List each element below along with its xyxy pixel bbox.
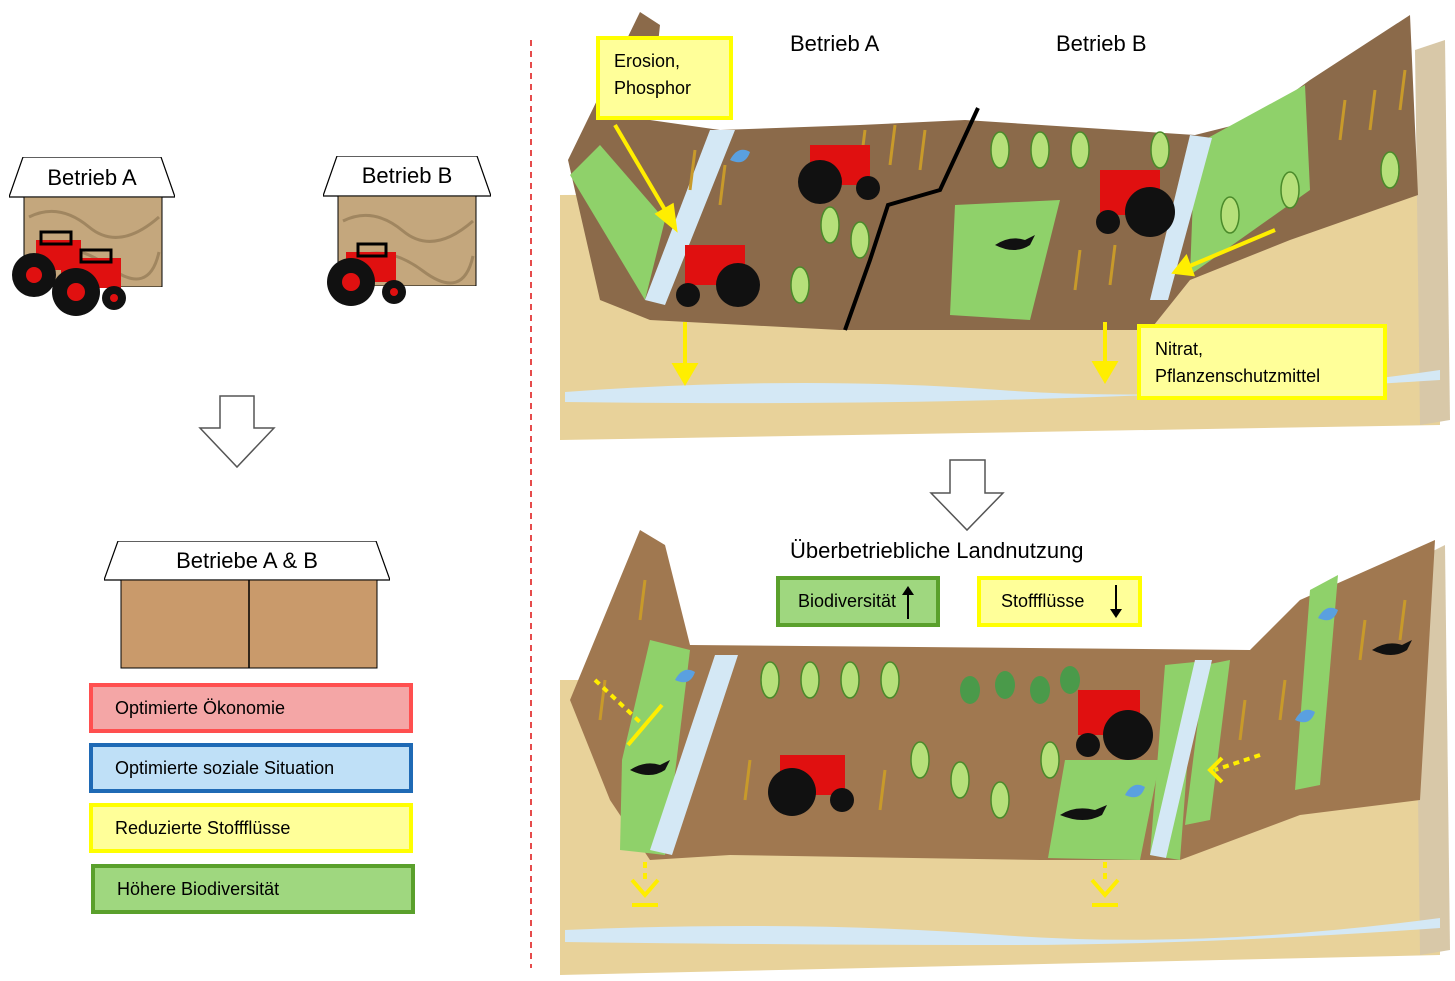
reduced-flow-arrows: [593, 678, 1261, 880]
arrow-up-icon: [902, 585, 915, 619]
erosion-line2: Phosphor: [614, 78, 692, 98]
merged-farm-label: Betriebe A & B: [176, 547, 318, 573]
water-ditch: [1150, 660, 1212, 858]
butterfly-icon: [1295, 709, 1315, 723]
arrow-down-icon: [1110, 584, 1123, 618]
soil-profile: [560, 190, 1440, 440]
farm-boundary-line: [843, 107, 980, 331]
corn-icons: [760, 661, 1060, 819]
water-ditch: [645, 130, 735, 305]
biodiversity-label: Biodiversität: [798, 591, 897, 611]
tractor-icon: [676, 245, 760, 307]
grass-strip: [570, 145, 665, 300]
tractor-icon: [1096, 170, 1175, 237]
tractor-icon: [798, 145, 880, 204]
erosion-phosphor-box: Erosion, Phosphor: [596, 36, 733, 120]
top-farm-a-label: Betrieb A: [790, 31, 880, 56]
down-arrow-icon: [198, 395, 276, 469]
grass-strip: [620, 640, 690, 855]
butterfly-icon: [730, 149, 750, 163]
tractor-icon: [768, 755, 854, 816]
grass-field: [1048, 760, 1160, 860]
lettuce-icons: [960, 666, 1080, 704]
grass-strip: [1185, 660, 1230, 825]
tractor-icon: [327, 242, 406, 306]
grass-strip: [1295, 575, 1338, 790]
bottom-landscape-title: Überbetriebliche Landnutzung: [790, 538, 1084, 563]
nitrat-pesticide-box: Nitrat, Pflanzenschutzmittel: [1137, 324, 1387, 400]
butterfly-icon: [675, 669, 695, 683]
farm-a-label: Betrieb A: [47, 165, 137, 190]
down-arrow-icon: [929, 459, 1005, 532]
matter-flows-down-box: Stoffflüsse: [977, 576, 1142, 627]
wheat-icons: [688, 69, 1407, 291]
grass-field: [950, 200, 1060, 320]
outcome-economy: Optimierte Ökonomie: [89, 683, 413, 733]
bird-icon: [1372, 640, 1412, 655]
bird-icon: [1060, 805, 1107, 820]
matter-flows-label: Stoffflüsse: [1001, 591, 1085, 611]
butterfly-icon: [1125, 784, 1145, 798]
biodiversity-up-box: Biodiversität: [776, 576, 940, 627]
bird-icon: [995, 235, 1035, 250]
merged-house-shape: [104, 541, 390, 669]
nitrat-line2: Pflanzenschutzmittel: [1155, 366, 1321, 386]
outcome-biodiversity: Höhere Biodiversität: [91, 864, 415, 914]
grass-strip: [1150, 662, 1195, 860]
grass-strip: [1190, 85, 1310, 275]
section-divider: [530, 40, 532, 968]
tractor-icon: [12, 230, 126, 316]
butterfly-icon: [1318, 607, 1338, 621]
water-ditch: [650, 655, 738, 855]
soil-profile: [560, 680, 1440, 975]
nitrat-line1: Nitrat,: [1155, 339, 1204, 359]
farm-b-label: Betrieb B: [361, 163, 453, 188]
outcome-matter-flows: Reduzierte Stoffflüsse: [89, 803, 413, 853]
top-farm-b-label: Betrieb B: [1056, 31, 1147, 56]
water-ditch: [1150, 135, 1212, 300]
corn-icons: [790, 131, 1400, 304]
bird-icon: [630, 760, 670, 775]
merged-farm-house: Betriebe A & B: [104, 541, 390, 669]
barrier-marks: [626, 703, 1224, 907]
river: [565, 918, 1440, 945]
outcome-social: Optimierte soziale Situation: [89, 743, 413, 793]
erosion-line1: Erosion,: [614, 51, 681, 71]
tractor-icon: [1076, 690, 1153, 760]
